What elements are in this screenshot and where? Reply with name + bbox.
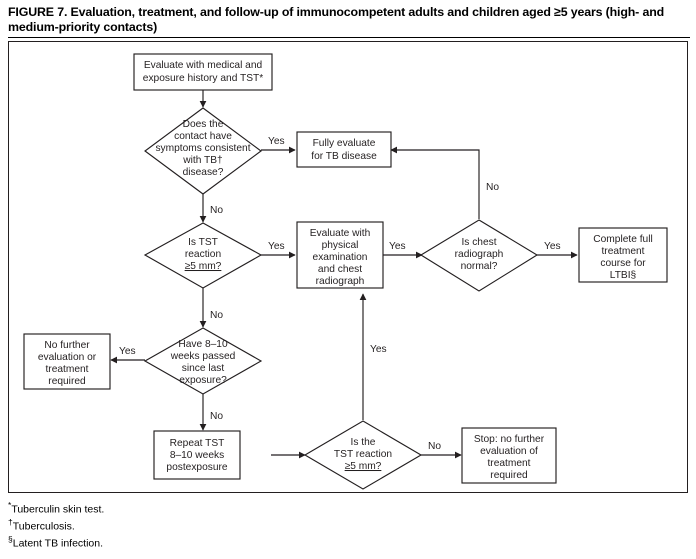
node-chest-radiograph-line-2: normal?: [461, 261, 498, 272]
node-stop-no-further[interactable]: Stop: no further evaluation of treatment…: [461, 427, 557, 484]
node-start-line-1: exposure history and TST*: [143, 73, 263, 84]
node-tst-reaction-line-1: reaction: [185, 249, 221, 260]
edge-label-tst2-yes: Yes: [370, 344, 387, 355]
node-evaluate-physical-line-1: physical: [322, 240, 359, 251]
node-stop-no-further-line-1: evaluation of: [480, 446, 538, 457]
page-title: FIGURE 7. Evaluation, treatment, and fol…: [8, 5, 665, 34]
node-complete-treatment-line-1: treatment: [601, 246, 644, 257]
node-tst-reaction-2-line-1: TST reaction: [334, 449, 392, 460]
node-tst-reaction-diamond[interactable]: [143, 222, 263, 289]
node-complete-treatment-line-3: LTBI§: [610, 270, 637, 281]
node-symptoms-line-1: contact have: [174, 131, 232, 142]
node-stop-no-further-line-3: required: [490, 470, 528, 481]
node-chest-radiograph-diamond[interactable]: [419, 219, 539, 292]
node-weeks-passed-line-2: since last: [182, 363, 225, 374]
flowchart-svg: Yes No Yes No Yes Yes No Yes No No Yes E…: [23, 53, 668, 490]
footnote-mark-1: †: [8, 517, 13, 528]
node-evaluate-physical-line-2: examination: [313, 252, 368, 263]
edge-label-weeks-no: No: [210, 411, 223, 422]
edge-radiograph-no: [390, 146, 480, 219]
node-repeat-tst[interactable]: Repeat TST 8–10 weeks postexposure: [153, 430, 241, 480]
node-start[interactable]: Evaluate with medical and exposure histo…: [133, 53, 273, 91]
node-fully-evaluate-line-1: for TB disease: [311, 151, 377, 162]
node-evaluate-physical[interactable]: Evaluate with physical examination and c…: [296, 221, 384, 289]
node-tst-reaction-2-line-0: Is the: [351, 437, 376, 448]
edge-label-symptoms-yes: Yes: [268, 136, 285, 147]
node-tst-reaction-2-diamond[interactable]: [303, 420, 423, 490]
node-stop-no-further-line-2: treatment: [487, 458, 530, 469]
footnote-text-1: Tuberculosis.: [12, 520, 75, 533]
edge-label-tst-yes: Yes: [268, 241, 285, 252]
footnote-0: *Tuberculin skin test.: [8, 499, 104, 516]
node-symptoms-line-3: with TB†: [182, 155, 222, 166]
node-start-line-0: Evaluate with medical and: [144, 60, 263, 71]
edge-label-tst-no: No: [210, 310, 223, 321]
footnote-text-2: Latent TB infection.: [12, 537, 104, 550]
node-stop-no-further-line-0: Stop: no further: [474, 434, 545, 445]
node-complete-treatment-line-0: Complete full: [593, 234, 652, 245]
node-evaluate-physical-line-3: and chest: [318, 264, 362, 275]
edge-label-radiograph-yes: Yes: [544, 241, 561, 252]
footnote-2: §Latent TB infection.: [8, 533, 104, 550]
node-symptoms-diamond[interactable]: [144, 107, 262, 195]
footnote-mark-2: §: [8, 534, 13, 545]
node-no-further-eval-line-3: required: [48, 376, 86, 387]
node-tst-reaction-line-0: Is TST: [188, 237, 218, 248]
node-symptoms[interactable]: Does the contact have symptoms consisten…: [144, 107, 262, 195]
node-evaluate-physical-line-0: Evaluate with: [310, 228, 371, 239]
node-repeat-tst-line-0: Repeat TST: [170, 438, 225, 449]
node-tst-reaction-line-2: ≥5 mm?: [185, 261, 222, 272]
edge-labels: Yes No Yes No Yes Yes No Yes No No Yes: [119, 136, 561, 452]
edge-label-radiograph-no: No: [486, 182, 499, 193]
node-weeks-passed-diamond[interactable]: [143, 327, 263, 395]
node-symptoms-line-4: disease?: [183, 167, 224, 178]
node-complete-treatment-line-2: course for: [600, 258, 646, 269]
node-weeks-passed-line-0: Have 8–10: [178, 339, 228, 350]
node-weeks-passed-line-1: weeks passed: [170, 351, 236, 362]
node-weeks-passed[interactable]: Have 8–10 weeks passed since last exposu…: [143, 327, 263, 395]
node-evaluate-physical-box[interactable]: [296, 221, 384, 289]
footnote-1: †Tuberculosis.: [8, 516, 104, 533]
node-no-further-eval-box[interactable]: [23, 333, 111, 390]
node-symptoms-line-0: Does the: [183, 119, 224, 130]
node-fully-evaluate-line-0: Fully evaluate: [313, 138, 376, 149]
node-no-further-eval-line-2: treatment: [45, 364, 88, 375]
edge-label-tst2-no: No: [428, 441, 441, 452]
node-evaluate-physical-line-4: radiograph: [316, 276, 365, 287]
node-chest-radiograph[interactable]: Is chest radiograph normal?: [419, 219, 539, 292]
node-stop-no-further-box[interactable]: [461, 427, 557, 484]
footnote-text-0: Tuberculin skin test.: [11, 503, 105, 516]
title-divider: [8, 37, 690, 38]
node-symptoms-line-2: symptoms consistent: [155, 143, 250, 154]
node-repeat-tst-line-1: 8–10 weeks: [170, 450, 224, 461]
footnotes: *Tuberculin skin test. †Tuberculosis. §L…: [8, 499, 104, 550]
connectors: [110, 90, 578, 459]
node-chest-radiograph-line-1: radiograph: [455, 249, 504, 260]
node-no-further-eval[interactable]: No further evaluation or treatment requi…: [23, 333, 111, 390]
node-no-further-eval-line-1: evaluation or: [38, 352, 97, 363]
node-start-box[interactable]: [133, 53, 273, 91]
node-tst-reaction-2-line-2: ≥5 mm?: [345, 461, 382, 472]
flowchart-frame: Yes No Yes No Yes Yes No Yes No No Yes E…: [8, 41, 688, 493]
node-no-further-eval-line-0: No further: [44, 340, 90, 351]
node-complete-treatment[interactable]: Complete full treatment course for LTBI§: [578, 227, 668, 283]
edge-label-evalphys-yes: Yes: [389, 241, 406, 252]
node-weeks-passed-line-3: exposure?: [179, 375, 227, 386]
node-fully-evaluate[interactable]: Fully evaluate for TB disease: [296, 131, 392, 168]
node-tst-reaction-2[interactable]: Is the TST reaction ≥5 mm?: [303, 420, 423, 490]
footnote-mark-0: *: [8, 500, 12, 510]
node-repeat-tst-box[interactable]: [153, 430, 241, 480]
node-tst-reaction[interactable]: Is TST reaction ≥5 mm?: [143, 222, 263, 289]
node-fully-evaluate-box[interactable]: [296, 131, 392, 168]
node-complete-treatment-box[interactable]: [578, 227, 668, 283]
edge-label-weeks-yes: Yes: [119, 346, 136, 357]
node-repeat-tst-line-2: postexposure: [166, 462, 227, 473]
edge-label-symptoms-no: No: [210, 205, 223, 216]
node-chest-radiograph-line-0: Is chest: [461, 237, 496, 248]
